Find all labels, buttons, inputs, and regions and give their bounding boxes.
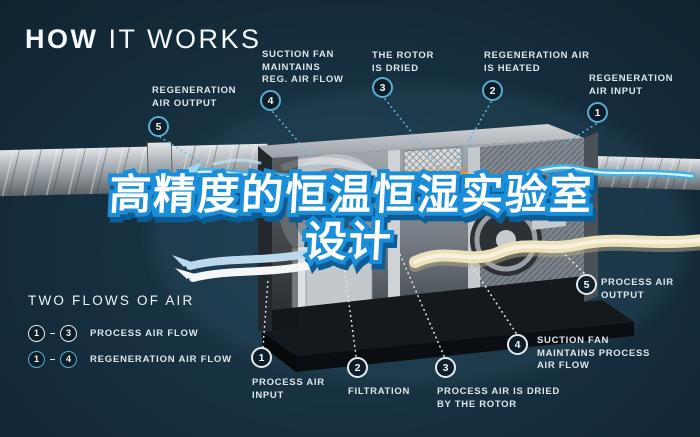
label-rotor-is-dried: THE ROTOR IS DRIED — [372, 50, 435, 74]
label-suction-fan-process: SUCTION FAN MAINTAINS PROCESS AIR FLOW — [537, 335, 651, 372]
chinese-overlay-title: 高精度的恒温恒湿实验室 高精度的恒温恒湿实验室 高精度的恒温恒湿实验室 设计 设… — [0, 167, 700, 275]
legend-circle-regeneration-from: 1 — [28, 350, 45, 368]
legend-label-process: PROCESS AIR FLOW — [90, 327, 199, 339]
label-regeneration-air-heated: REGENERATION AIR IS HEATED — [484, 50, 590, 74]
machine-top-face — [258, 124, 584, 158]
badge-process-4: 4 — [507, 334, 528, 355]
left-duct — [0, 141, 269, 197]
label-regeneration-air-output: REGENERATION AIR OUTPUT — [152, 85, 237, 109]
page-title: HOW IT WORKS — [25, 24, 262, 55]
legend-heading: TWO FLOWS OF AIR — [28, 293, 195, 308]
flow-arrowhead — [178, 162, 202, 182]
regeneration-leader-lines — [159, 98, 597, 175]
badge-regeneration-1: 1 — [587, 102, 608, 123]
overlay-line-1: 高精度的恒温恒湿实验室 高精度的恒温恒湿实验室 高精度的恒温恒湿实验室 — [0, 167, 700, 228]
label-suction-fan-reg: SUCTION FAN MAINTAINS REG. AIR FLOW — [262, 49, 344, 86]
badge-process-3: 3 — [435, 357, 456, 378]
process-air-input-ribbons — [172, 250, 311, 282]
legend-circle-process-from: 1 — [28, 324, 45, 342]
legend-circle-process-to: 3 — [60, 324, 77, 342]
badge-regeneration-4: 4 — [260, 90, 281, 111]
legend-dash: – — [49, 327, 56, 339]
legend-circle-regeneration-to: 4 — [60, 350, 77, 368]
label-regeneration-air-input: REGENERATION AIR INPUT — [589, 73, 674, 97]
machine-left-face — [258, 146, 272, 338]
overlay-line-1-fill: 高精度的恒温恒湿实验室 — [107, 171, 595, 218]
badge-regeneration-2: 2 — [482, 80, 503, 101]
badge-process-2: 2 — [347, 357, 368, 378]
title-bold: HOW — [25, 24, 99, 54]
label-process-air-output: PROCESS AIR OUTPUT — [601, 277, 674, 301]
badge-regeneration-5: 5 — [148, 116, 169, 137]
scroll-fan-hub — [323, 198, 347, 222]
process-leader-lines — [262, 248, 585, 357]
machine-base — [262, 300, 634, 356]
legend-dash: – — [49, 353, 56, 365]
legend-label-regeneration: REGENERATION AIR FLOW — [90, 353, 232, 365]
overlay-line-2-fill: 设计 — [303, 218, 394, 265]
badge-process-5: 5 — [576, 274, 597, 295]
label-process-air-dried: PROCESS AIR IS DRIED BY THE ROTOR — [437, 386, 560, 410]
overlay-line-2: 设计 设计 设计 — [0, 214, 700, 275]
badge-regeneration-3: 3 — [372, 77, 393, 98]
label-process-air-input: PROCESS AIR INPUT — [252, 377, 325, 401]
legend-row-process: 1 – 3 PROCESS AIR FLOW — [28, 324, 199, 342]
regeneration-air-flow — [178, 158, 696, 202]
legend-row-regeneration: 1 – 4 REGENERATION AIR FLOW — [28, 350, 232, 368]
duct-connector-sleeve — [146, 141, 174, 197]
process-air-ribbon — [409, 234, 700, 272]
fan-motor — [532, 194, 566, 230]
divider-panel — [388, 149, 400, 325]
label-filtration: FILTRATION — [348, 386, 411, 397]
title-rest: IT WORKS — [98, 24, 262, 54]
badge-process-1: 1 — [251, 347, 272, 368]
